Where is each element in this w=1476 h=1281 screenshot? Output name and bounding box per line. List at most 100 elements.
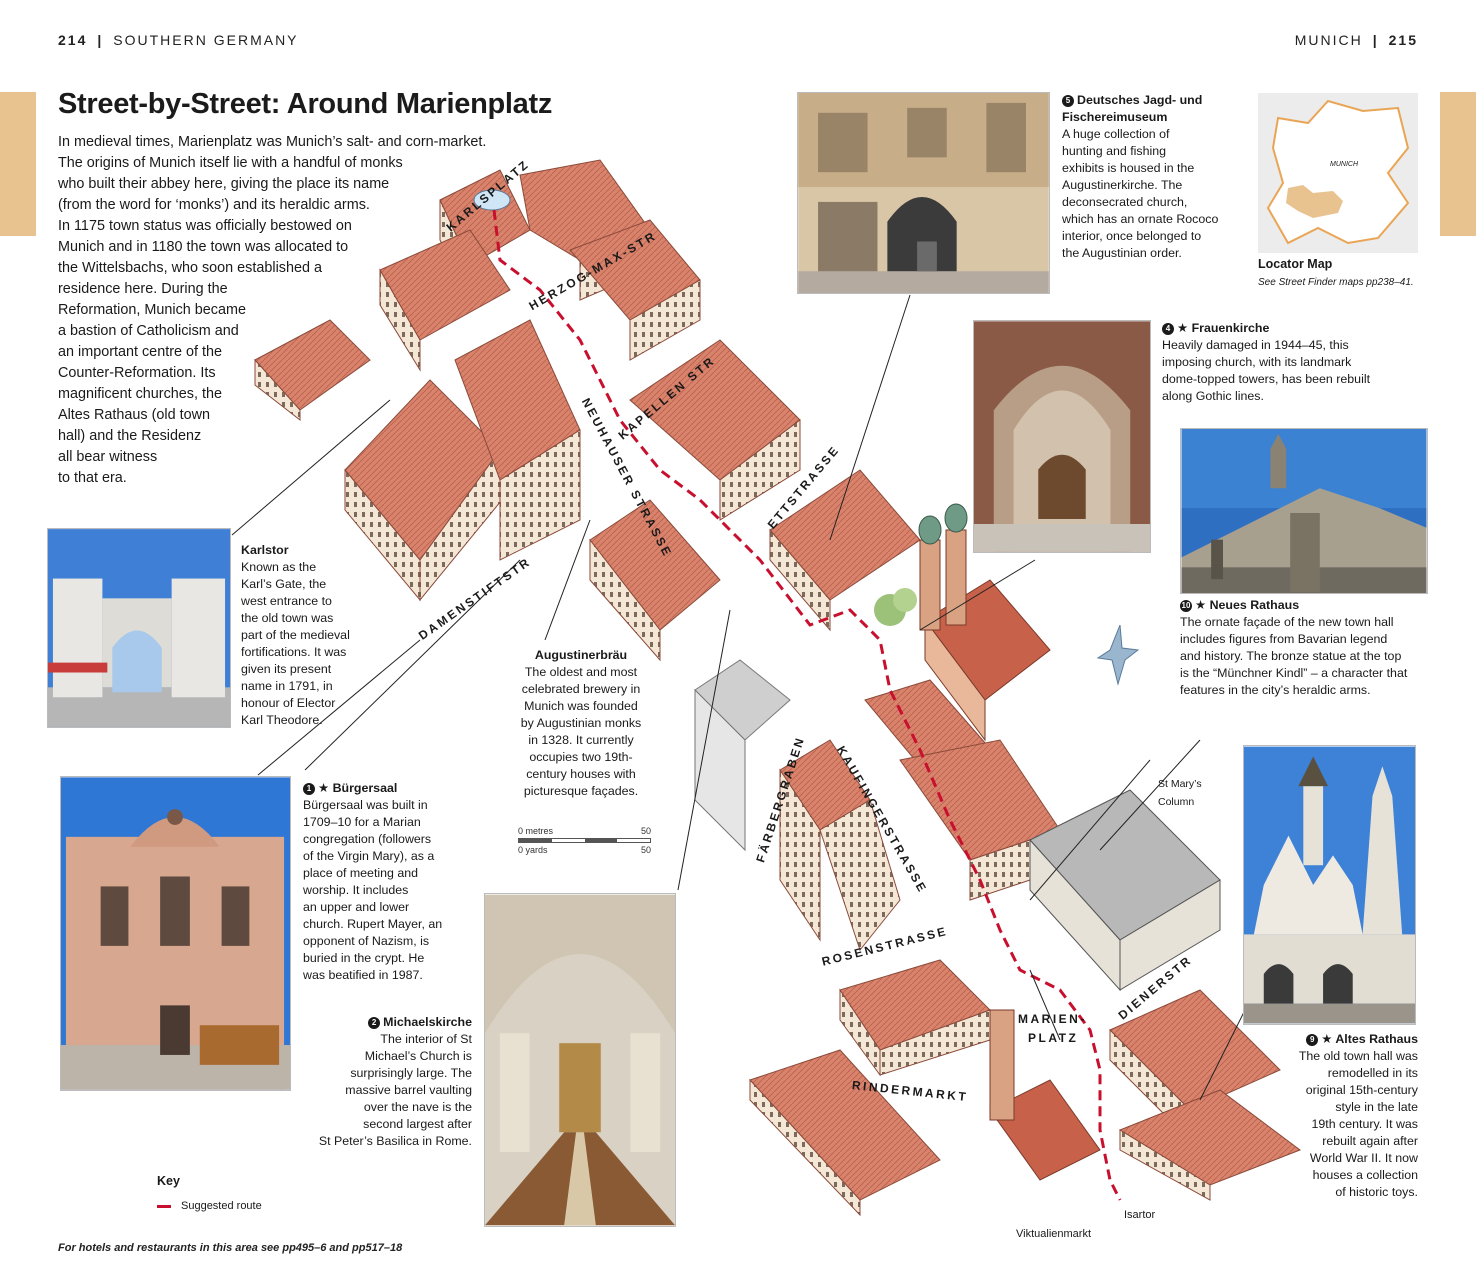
label-st-marys-column-1: St Mary’s: [1158, 778, 1202, 790]
intro-line: Reformation, Munich became: [58, 302, 246, 318]
caption-line: was beatified in 1987.: [303, 968, 423, 982]
caption-line: congregation (followers: [303, 832, 432, 846]
separator: |: [1372, 32, 1379, 48]
caption-line: exhibits is housed in the: [1062, 161, 1195, 175]
caption-line: along Gothic lines.: [1162, 389, 1264, 403]
star-icon: ★: [1195, 598, 1207, 612]
caption-line: church. Rupert Mayer, an: [303, 917, 443, 931]
caption-line: Karl Theodore.: [241, 713, 323, 727]
scale-yards-label: 0 yards: [518, 845, 548, 855]
scale-bar: 0 metres 50 0 yards 50: [518, 826, 651, 855]
caption-line: 1709–10 for a Marian: [303, 815, 421, 829]
intro-line: hall) and the Residenz: [58, 428, 202, 444]
marker-number: 9: [1306, 1034, 1319, 1046]
intro-line: to that era.: [58, 470, 127, 486]
scale-metres-row: 0 metres 50: [518, 826, 651, 836]
title-text: Neues Rathaus: [1209, 598, 1300, 612]
caption-neues-rathaus: 10★ Neues Rathaus The ornate façade of t…: [1180, 597, 1407, 699]
caption-line: Michael’s Church is: [364, 1049, 472, 1063]
compass-rose: [1096, 624, 1140, 686]
section-title-right: MUNICH: [1294, 32, 1363, 48]
street-label-marienplatz-1: MARIEN-: [1018, 1012, 1087, 1026]
scale-metres-label: 0 metres: [518, 826, 554, 836]
thumb-tab-left: [0, 92, 36, 236]
photo-karlstor: [47, 528, 231, 728]
caption-line: Karl’s Gate, the: [241, 577, 327, 591]
label-viktualienmarkt: Viktualienmarkt: [1016, 1228, 1091, 1240]
locator-title: Locator Map: [1258, 257, 1333, 271]
caption-line: and history. The bronze statue at the to…: [1180, 649, 1402, 663]
page-title: Street-by-Street: Around Marienplatz: [58, 88, 553, 120]
caption-line: by Augustinian monks: [520, 716, 642, 730]
caption-line: over the nave is the: [363, 1100, 472, 1114]
marker-number: 4: [1162, 323, 1174, 335]
caption-burgersaal: 1★ Bürgersaal Bürgersaal was built in 170…: [303, 780, 442, 984]
caption-title: 1★ Bürgersaal: [303, 780, 442, 797]
caption-title: 10★ Neues Rathaus: [1180, 597, 1407, 614]
caption-line: second largest after: [363, 1117, 472, 1131]
marker-number: 2: [368, 1017, 381, 1029]
title-line-1: Deutsches Jagd- und: [1077, 93, 1203, 107]
label-st-marys-column-2: Column: [1158, 796, 1195, 808]
caption-line: Bürgersaal was built in: [303, 798, 428, 812]
intro-line: In medieval times, Marienplatz was Munic…: [58, 134, 487, 150]
locator-map-label: MUNICH: [1330, 161, 1358, 168]
caption-line: celebrated brewery in: [521, 682, 641, 696]
caption-line: part of the medieval: [241, 628, 350, 642]
intro-line: all bear witness: [58, 449, 158, 465]
caption-line: St Peter’s Basilica in Rome.: [318, 1134, 472, 1148]
caption-line: rebuilt again after: [1322, 1134, 1418, 1148]
page-number-right: 215: [1388, 32, 1418, 48]
caption-line: the Augustinian order.: [1062, 246, 1182, 260]
intro-line: In 1175 town status was officially besto…: [58, 218, 352, 234]
caption-augustinerbrau: Augustinerbräu The oldest and most celebr…: [512, 647, 650, 800]
caption-line: place of meeting and: [303, 866, 419, 880]
caption-line: Heavily damaged in 1944–45, this: [1162, 338, 1349, 352]
route-line-icon: [157, 1204, 171, 1208]
caption-locator-map: Locator Map See Street Finder maps pp238…: [1258, 256, 1414, 291]
caption-title: Augustinerbräu: [534, 648, 628, 662]
intro-line: an important centre of the: [58, 344, 222, 360]
key-item-label: Suggested route: [181, 1200, 262, 1212]
caption-line: of historic toys.: [1335, 1185, 1418, 1199]
title-text: Frauenkirche: [1191, 321, 1270, 335]
thumb-tab-right: [1440, 92, 1476, 236]
intro-text: In medieval times, Marienplatz was Munic…: [58, 132, 498, 489]
caption-line: buried in the crypt. He: [303, 951, 425, 965]
caption-line: an upper and lower: [303, 900, 410, 914]
caption-line: Augustinerkirche. The: [1062, 178, 1183, 192]
caption-line: features in the city’s heraldic arms.: [1180, 683, 1371, 697]
caption-line: style in the late: [1335, 1100, 1418, 1114]
caption-line: west entrance to: [241, 594, 332, 608]
key-title: Key: [157, 1174, 180, 1188]
caption-body: Bürgersaal was built in 1709–10 for a Mar…: [303, 797, 442, 984]
scale-metres-value: 50: [640, 826, 651, 836]
caption-line: century houses with: [526, 767, 636, 781]
caption-line: hunting and fishing: [1062, 144, 1167, 158]
caption-line: given its present: [241, 662, 332, 676]
intro-line: who built their abbey here, giving the p…: [58, 176, 390, 192]
caption-line: fortifications. It was: [241, 645, 347, 659]
intro-line: the Wittelsbachs, who soon established a: [58, 260, 322, 276]
title-line-2: Fischereimuseum: [1062, 110, 1168, 124]
running-head-left: 214|SOUTHERN GERMANY: [58, 32, 299, 48]
caption-line: The ornate façade of the new town hall: [1180, 615, 1394, 629]
caption-line: The oldest and most: [524, 665, 638, 679]
key-item-route: Suggested route: [157, 1200, 262, 1212]
caption-line: The interior of St: [380, 1032, 472, 1046]
caption-line: opponent of Nazism, is: [303, 934, 430, 948]
caption-line: picturesque façades.: [523, 784, 639, 798]
caption-line: name in 1791, in: [241, 679, 333, 693]
star-icon: ★: [1177, 321, 1189, 335]
locator-reference: See Street Finder maps pp238–41.: [1258, 277, 1414, 288]
caption-line: interior, once belonged to: [1062, 229, 1202, 243]
intro-line: residence here. During the: [58, 281, 228, 297]
